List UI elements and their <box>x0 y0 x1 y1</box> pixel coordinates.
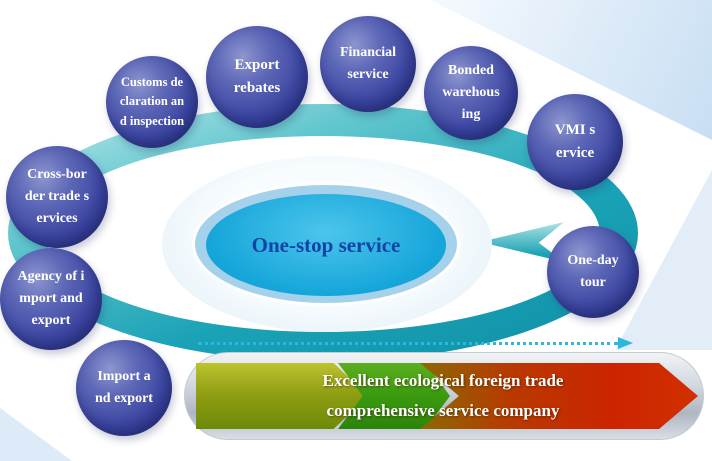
bubble-line: tour <box>580 275 606 290</box>
service-bubble-one-day-tour: One-day tour <box>547 226 639 318</box>
bubble-line: Import a <box>97 369 151 385</box>
banner-line-2: comprehensive service company <box>326 400 560 420</box>
center-title: One-stop service <box>251 232 401 257</box>
bubble-line: Customs de <box>120 74 184 89</box>
bubble-line: One-day <box>567 253 619 269</box>
service-bubble-vmi-service: VMI s ervice <box>527 94 623 190</box>
bubble-line: d inspection <box>119 113 185 128</box>
bubble-line: Cross-bor <box>27 167 87 183</box>
bubble-label: Agency of i mport and export <box>18 266 85 331</box>
dotted-flow-arrow-icon <box>618 337 633 349</box>
bubble-label: Import a nd export <box>95 366 153 409</box>
bubble-line: service <box>347 67 389 82</box>
service-bubble-export-rebates: Export rebates <box>206 26 308 128</box>
bubble-line: ing <box>461 106 481 122</box>
bubble-label: Customs de claration an d inspection <box>120 73 184 131</box>
bubble-line: export <box>31 312 71 328</box>
service-bubble-financial-service: Financial service <box>320 16 416 112</box>
dotted-flow-line <box>198 342 618 345</box>
background-streak-bottom-left <box>0 408 72 461</box>
service-bubble-import-export: Import a nd export <box>76 340 172 436</box>
bubble-label: One-day tour <box>567 250 618 293</box>
banner-line-1: Excellent ecological foreign trade <box>322 371 564 391</box>
bubble-line: Agency of i <box>17 269 85 285</box>
bubble-line: mport and <box>19 291 83 307</box>
bubble-line: nd export <box>95 391 153 406</box>
bubble-line: warehous <box>442 85 500 101</box>
center-ellipse-inner: One-stop service <box>206 194 446 296</box>
bubble-line: Export <box>234 56 280 73</box>
service-bubble-customs-declaration: Customs de claration an d inspection <box>106 56 198 148</box>
bubble-label: Financial service <box>340 42 396 85</box>
bubble-label: Bonded warehous ing <box>442 60 499 125</box>
bubble-line: der trade s <box>24 189 90 205</box>
bubble-line: claration an <box>119 94 185 109</box>
bubble-line: Financial <box>339 45 396 61</box>
bubble-label: Export rebates <box>234 54 280 101</box>
banner-arrow-segment-olive <box>196 363 368 429</box>
bubble-line: rebates <box>233 80 281 96</box>
bubble-label: VMI s ervice <box>555 119 595 166</box>
bubble-line: ervices <box>36 210 78 226</box>
service-bubble-bonded-warehousing: Bonded warehous ing <box>424 46 518 140</box>
bubble-label: Cross-bor der trade s ervices <box>25 164 89 229</box>
bubble-line: ervice <box>555 145 595 161</box>
bubble-line: VMI s <box>554 121 596 138</box>
service-bubble-cross-border-trade: Cross-bor der trade s ervices <box>6 146 108 248</box>
banner-text: Excellent ecological foreign trade compr… <box>200 362 686 430</box>
banner-arrow-segment-red <box>420 363 698 429</box>
bubble-line: Bonded <box>448 63 494 79</box>
service-bubble-agency-import-export: Agency of i mport and export <box>0 248 102 350</box>
